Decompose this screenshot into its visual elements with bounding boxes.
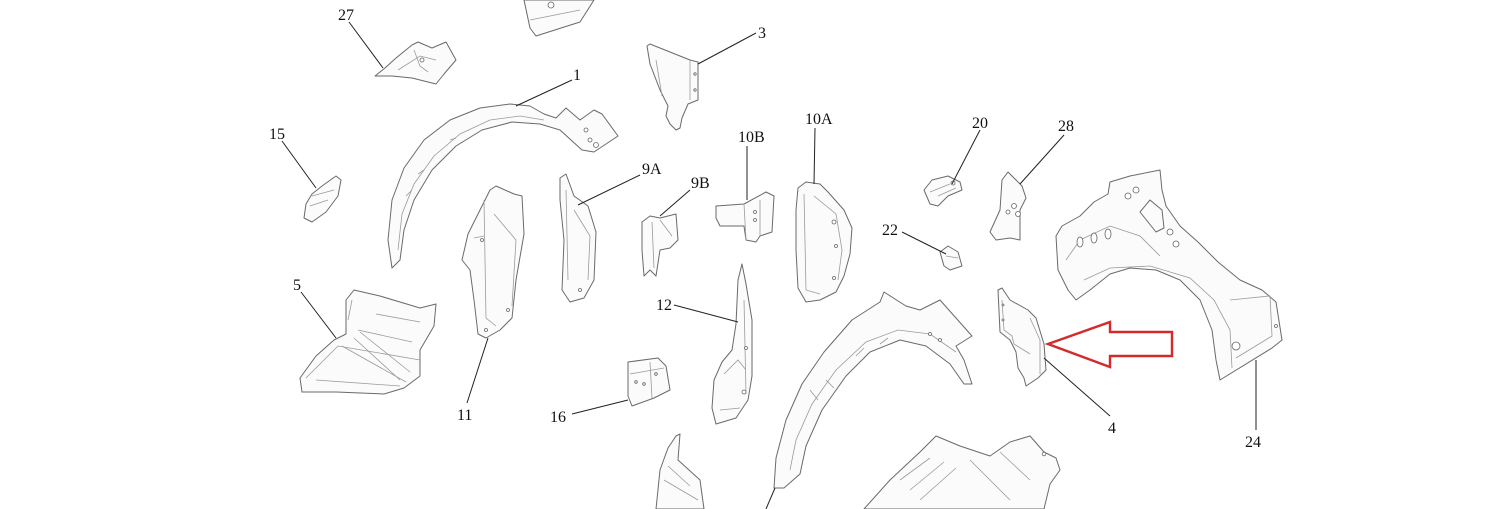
part-27[interactable] [374,41,457,85]
callout-label-5: 5 [293,277,301,294]
leader-line-16 [571,399,629,415]
callout-20: 20 [951,115,988,185]
leader-line-12 [673,304,739,323]
part-16[interactable] [627,357,671,407]
part-28[interactable] [989,171,1027,241]
callout-22: 22 [882,222,947,255]
callout-11: 11 [457,337,489,424]
callout-5: 5 [293,277,337,339]
callout-label-4: 4 [1108,420,1116,437]
callout-label-1: 1 [573,67,581,84]
callout-24: 24 [1245,360,1261,451]
callout-label-9a: 9A [642,161,662,178]
part-1[interactable] [387,103,619,269]
leader-line-3 [697,32,757,65]
leader-line-10a [813,127,816,185]
callout-15: 15 [269,126,317,189]
part-11[interactable] [461,185,525,339]
part-12[interactable] [711,263,753,425]
callout-label-16: 16 [550,409,566,426]
callout-label-11: 11 [457,407,472,424]
leader-line-20 [951,129,981,185]
callout-label-10a: 10A [805,111,833,128]
callout-label-28: 28 [1058,118,1074,135]
leader-line-5 [300,291,337,339]
part-bottom-left-partial [655,433,705,509]
callout-27: 27 [338,7,384,69]
callout-label-24: 24 [1245,434,1261,451]
callout-label-10b: 10B [738,129,765,146]
leader-line-partial [765,487,776,509]
callout-label-9b: 9B [691,175,710,192]
part-bottom-floor-partial [863,435,1061,509]
callout-label-27: 27 [338,7,354,24]
callout-label-22: 22 [882,222,898,239]
leader-line-27 [348,21,384,69]
callout-4: 4 [1043,357,1116,437]
part-10a[interactable] [795,181,853,303]
highlight-arrow-icon [1044,320,1174,369]
callout-label-3: 3 [758,25,766,42]
leader-line-9b [659,189,691,217]
part-9b[interactable] [641,213,679,277]
leader-line-11 [466,337,489,404]
part-9a[interactable] [559,173,597,303]
callout-10a: 10A [805,111,833,185]
part-24[interactable] [1055,169,1283,381]
leader-line-28 [1019,134,1065,185]
part-4[interactable] [997,287,1047,387]
callout-3: 3 [697,25,766,65]
callout-label-20: 20 [972,115,988,132]
leader-line-9a [577,174,641,206]
callout-1: 1 [515,67,581,107]
part-rear-arch-liner[interactable] [773,291,973,489]
callout-28: 28 [1019,118,1074,185]
part-22[interactable] [939,245,963,271]
part-10b[interactable] [715,191,775,243]
part-20[interactable] [923,175,963,207]
callout-9a: 9A [577,161,662,206]
part-top-partial [523,0,595,37]
callout-label-12: 12 [656,297,672,314]
part-15[interactable] [303,175,342,223]
leader-line-4 [1043,357,1111,417]
leader-line-1 [515,79,573,107]
callout-label-15: 15 [269,126,285,143]
part-5[interactable] [299,289,437,395]
callout-12: 12 [656,297,739,323]
leader-line-22 [901,231,947,255]
callout-10b: 10B [738,129,765,200]
leader-line-15 [281,140,317,189]
callout-16: 16 [550,399,629,426]
part-3[interactable] [646,43,699,131]
callout-9b: 9B [659,175,710,217]
